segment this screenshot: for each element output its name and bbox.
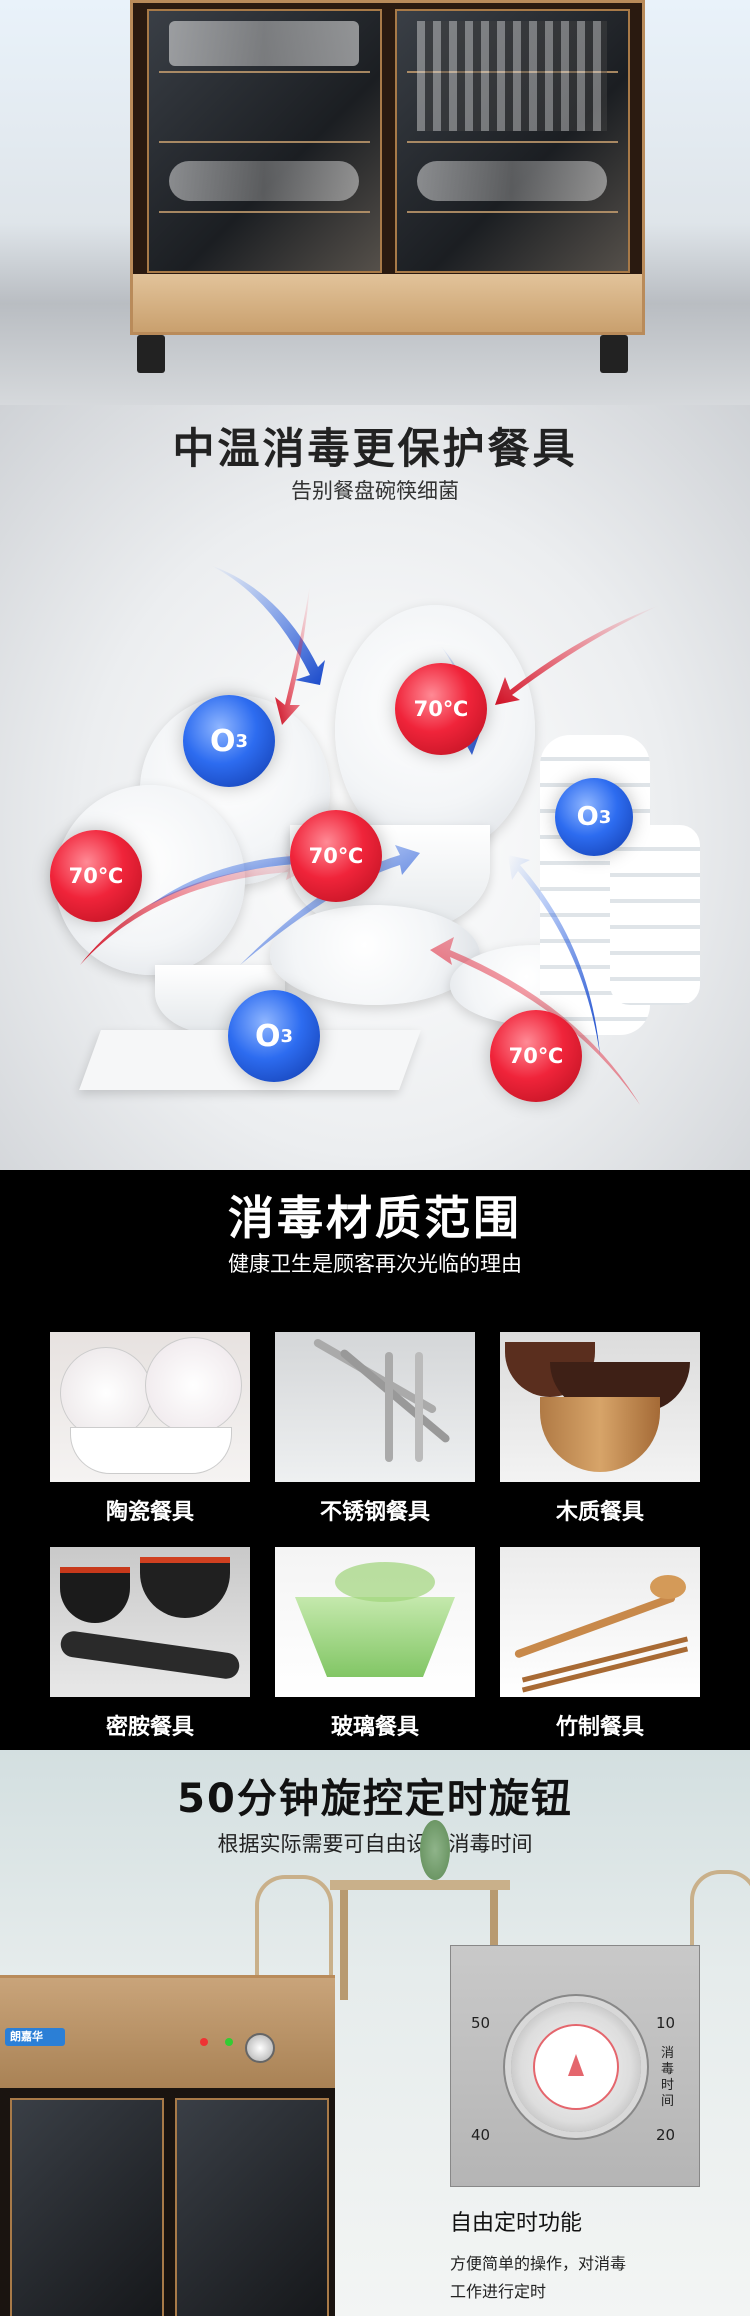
wooden-bowls-image (500, 1332, 700, 1482)
cabinet-front-image: 朗嘉华 (0, 1975, 335, 2316)
material-item-ceramic: 陶瓷餐具 (50, 1332, 250, 1526)
cabinet-left-door (147, 9, 382, 273)
temperature-badge: 70℃ (50, 830, 142, 922)
temperature-badge: 70℃ (290, 810, 382, 902)
material-item-bamboo: 竹制餐具 (500, 1547, 700, 1741)
bamboo-utensils-image (500, 1547, 700, 1697)
feature-title: 自由定时功能 (450, 2211, 583, 2236)
timer-dial-panel: 50 10 40 20 消毒时间 (450, 1945, 700, 2187)
temperature-badge: 70℃ (395, 663, 487, 755)
section-title: 中温消毒更保护餐具 (172, 424, 578, 473)
section-subtitle: 健康卫生是顾客再次光临的理由 (228, 1252, 522, 1276)
material-label: 密胺餐具 (105, 1715, 194, 1740)
hero-section (0, 0, 750, 405)
material-item-stainless: 不锈钢餐具 (275, 1332, 475, 1526)
cabinet-leg (600, 335, 628, 373)
material-label: 玻璃餐具 (330, 1715, 419, 1740)
cabinet-leg (137, 335, 165, 373)
feature-description: 方便简单的操作，对消毒 (450, 2254, 627, 2273)
disinfection-cabinet-image (130, 0, 645, 335)
material-item-wood: 木质餐具 (500, 1332, 700, 1526)
airflow-arrows (80, 565, 660, 1105)
dial-mark: 10 (656, 2014, 676, 2032)
dial-side-label: 消毒时间 (661, 2046, 675, 2109)
material-label: 木质餐具 (555, 1500, 644, 1525)
brand-logo: 朗嘉华 (10, 2030, 43, 2043)
dial-mark: 40 (471, 2126, 491, 2144)
timer-section: 50分钟旋控定时旋钮 根据实际需要可自由设定消毒时间 朗嘉华 50 10 40 … (0, 1750, 750, 2316)
indicator-light (225, 2038, 233, 2046)
cabinet-right-door (395, 9, 630, 273)
material-item-glass: 玻璃餐具 (275, 1547, 475, 1741)
indicator-light (200, 2038, 208, 2046)
dial-mark: 20 (656, 2126, 676, 2144)
timer-dial (511, 2002, 641, 2132)
dial-mark: 50 (471, 2014, 491, 2032)
section-title: 50分钟旋控定时旋钮 (177, 1776, 573, 1822)
section-subtitle: 根据实际需要可自由设定消毒时间 (217, 1832, 533, 1856)
temperature-badge: 70℃ (490, 1010, 582, 1102)
stainless-cutlery-image (275, 1332, 475, 1482)
material-item-melamine: 密胺餐具 (50, 1547, 250, 1741)
material-label: 竹制餐具 (555, 1715, 644, 1740)
materials-section: 消毒材质范围 健康卫生是顾客再次光临的理由 陶瓷餐具 不锈钢餐具 木质餐具 (0, 1170, 750, 1750)
section-title: 消毒材质范围 (228, 1191, 522, 1245)
ceramic-tableware-image (50, 1332, 250, 1482)
material-label: 陶瓷餐具 (105, 1500, 194, 1525)
section-subtitle: 告别餐盘碗筷细菌 (291, 479, 459, 503)
glass-tableware-image (275, 1547, 475, 1697)
material-label: 不锈钢餐具 (319, 1500, 430, 1525)
timer-knob (245, 2033, 275, 2063)
cabinet-base (133, 274, 642, 332)
melamine-tableware-image (50, 1547, 250, 1697)
feature-description: 工作进行定时 (450, 2282, 547, 2301)
